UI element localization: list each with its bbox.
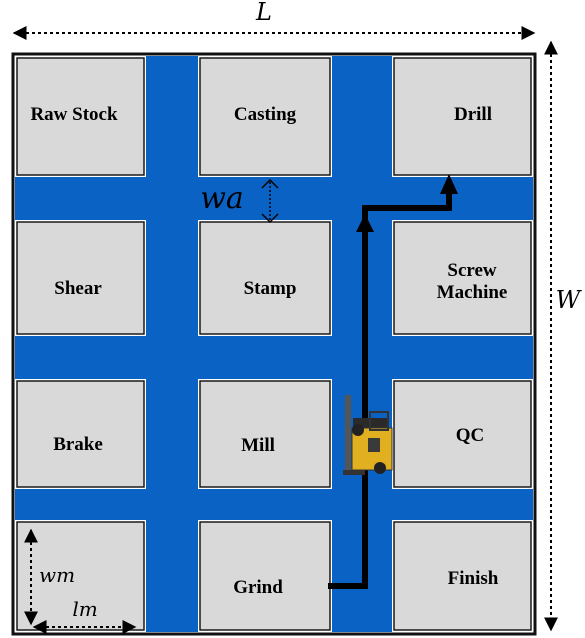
label-drill: Drill: [454, 104, 492, 125]
machine-dimension-annotation: wm lm: [24, 528, 137, 634]
label-finish: Finish: [448, 568, 499, 589]
label-qc: QC: [456, 425, 485, 446]
dept-grind: [199, 521, 331, 631]
dept-casting: [199, 57, 331, 176]
label-screw-machine-1: Screw: [447, 260, 497, 281]
label-casting: Casting: [234, 104, 297, 125]
aisle-width-label: wa: [200, 181, 244, 216]
departments: [16, 57, 532, 631]
horizontal-aisle-3: [15, 489, 533, 520]
label-raw-stock: Raw Stock: [30, 104, 118, 125]
horizontal-aisle-2: [15, 336, 533, 379]
aisle-width-annotation: wa: [200, 178, 279, 224]
label-brake: Brake: [53, 434, 103, 455]
label-screw-machine-2: Machine: [437, 282, 508, 303]
dept-brake: [16, 380, 145, 488]
dept-raw-stock: [16, 57, 145, 176]
dept-qc: [393, 380, 532, 488]
length-label: L: [255, 0, 272, 26]
dept-stamp: [199, 221, 331, 335]
dept-shear: [16, 221, 145, 335]
dept-drill: [393, 57, 532, 176]
machine-length-label: lm: [72, 597, 97, 621]
label-shear: Shear: [54, 278, 102, 299]
dept-screw-machine: [393, 221, 532, 335]
dept-finish: [393, 521, 532, 631]
route-arrow: [328, 174, 458, 589]
machine-width-label: wm: [39, 563, 75, 587]
label-mill: Mill: [241, 435, 275, 456]
department-labels: Raw Stock Casting Drill Shear Stamp Scre…: [30, 104, 507, 598]
label-grind: Grind: [233, 577, 283, 598]
width-label: W: [556, 286, 583, 314]
forklift-icon: [343, 395, 393, 475]
length-dimension: L: [12, 0, 536, 40]
dept-mill: [199, 380, 331, 488]
width-dimension: W: [544, 40, 583, 632]
label-stamp: Stamp: [244, 278, 297, 299]
aisles: [15, 56, 533, 632]
